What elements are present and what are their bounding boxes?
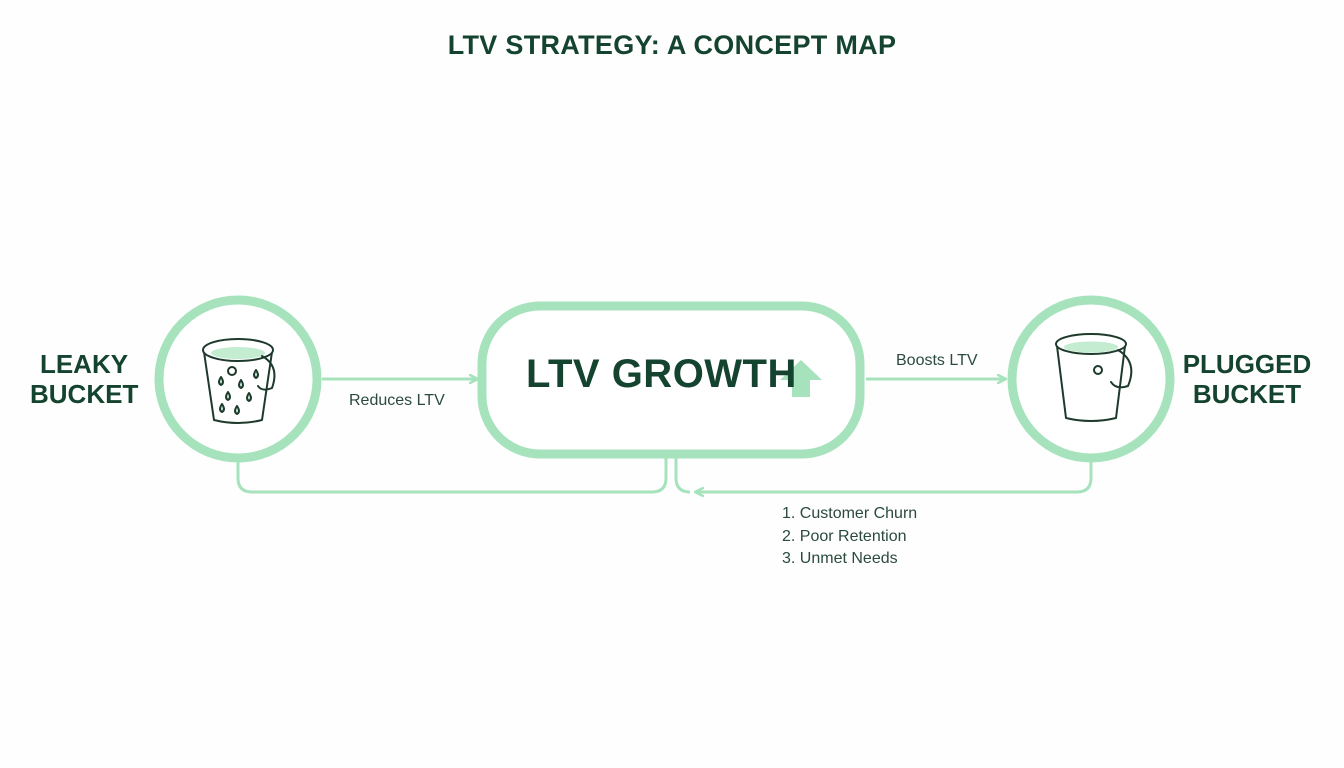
ltv-growth-label: LTV GROWTH (526, 352, 797, 396)
plugged-bucket-label-line1: PLUGGED (1182, 349, 1312, 379)
loop-right-connector (696, 462, 1093, 492)
list-item: 2. Poor Retention (782, 527, 907, 545)
arrow-up-icon (780, 360, 822, 397)
list-item: 1. Customer Churn (782, 505, 918, 522)
leaky-bucket-label-line2: BUCKET (30, 379, 139, 409)
plugged-bucket-label: PLUGGED BUCKET (1182, 349, 1312, 409)
boosts-ltv-label: Boosts LTV (896, 352, 978, 369)
list-item: 3. Unmet Needs (782, 550, 898, 567)
diagram-title: LTV STRATEGY: A CONCEPT MAP (447, 30, 897, 60)
leaky-bucket-label: LEAKY BUCKET (30, 349, 138, 409)
leaky-bucket-node (154, 295, 322, 463)
loop-left-connector (236, 458, 668, 494)
plugged-bucket-node (1007, 295, 1175, 463)
ltv-growth-node (477, 301, 865, 459)
plugged-bucket-icon (1055, 333, 1133, 422)
reduces-ltv-label: Reduces LTV (349, 392, 445, 409)
churn-factors-list: 1. Customer Churn 2. Poor Retention 3. U… (782, 503, 917, 571)
leaky-bucket-label-line1: LEAKY (39, 349, 129, 379)
plugged-bucket-label-line2: BUCKET (1192, 379, 1302, 409)
leaky-bucket-icon (202, 338, 276, 424)
loop-return-connector (674, 458, 691, 494)
